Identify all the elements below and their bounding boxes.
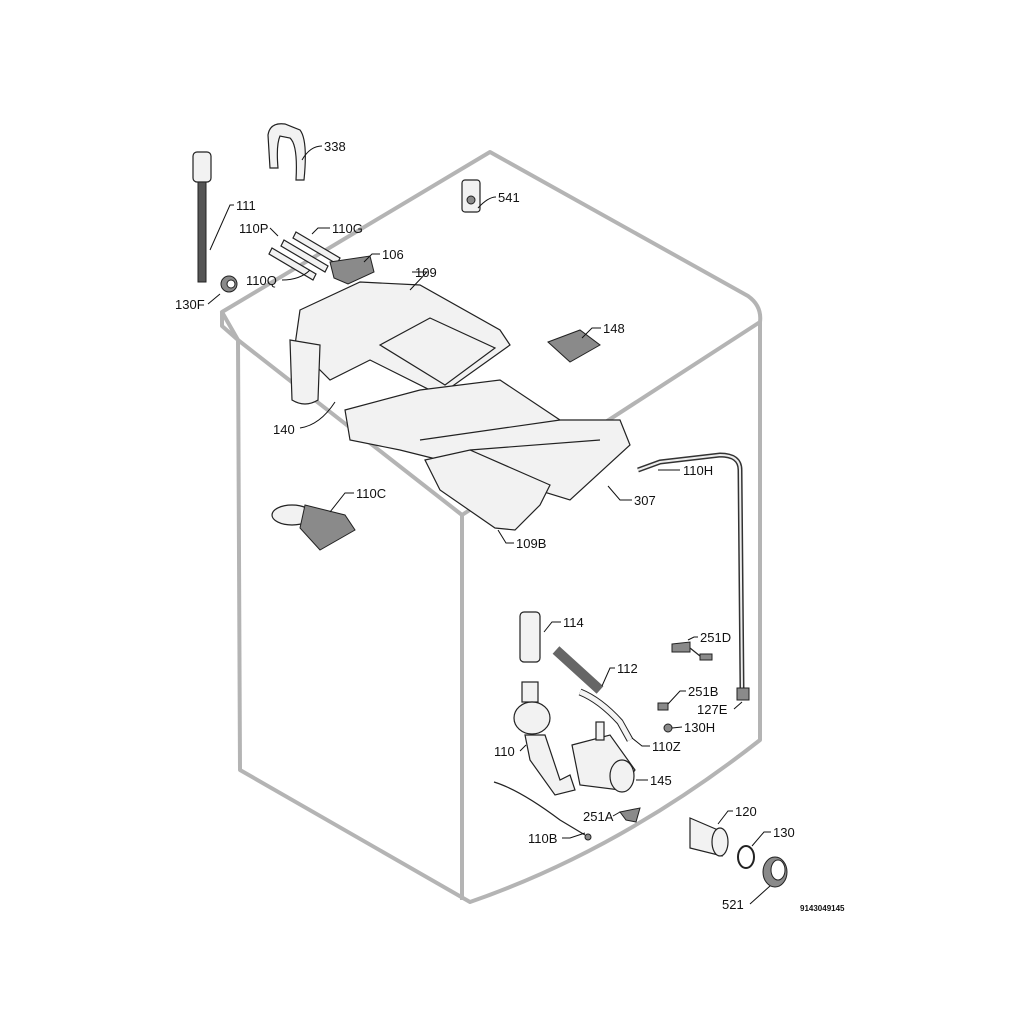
- part-112-hose: [552, 646, 634, 742]
- part-110H-drain-hose: [637, 452, 750, 701]
- part-140-dispenser-body: [344, 379, 631, 501]
- part-521-filter-cap: [762, 856, 788, 888]
- label-127E: 127E: [697, 702, 728, 717]
- label-110G: 110G: [332, 221, 363, 236]
- part-110-pipes: [268, 231, 341, 281]
- label-130H: 130H: [684, 720, 715, 735]
- label-110P: 110P: [239, 221, 268, 236]
- part-110-sump-hose: [513, 681, 576, 796]
- label-110C: 110C: [356, 486, 386, 501]
- part-110B-wire: [493, 781, 592, 841]
- label-251B: 251B: [688, 684, 718, 699]
- label-112: 112: [617, 661, 638, 676]
- label-110: 110: [494, 744, 515, 759]
- drawing-code: 9143049145: [800, 904, 845, 913]
- part-111-inlet-hose: [192, 151, 212, 283]
- label-110Z: 110Z: [652, 739, 681, 754]
- part-130H-nut: [663, 723, 673, 733]
- label-251A: 251A: [583, 809, 614, 824]
- label-130: 130: [773, 825, 795, 840]
- label-541: 541: [498, 190, 520, 205]
- part-145-pump-housing: [571, 721, 636, 793]
- label-114: 114: [563, 615, 584, 630]
- leader-lines: [207, 145, 771, 905]
- part-338-hose-bracket: [267, 123, 306, 181]
- label-307: 307: [634, 493, 656, 508]
- part-148-cover: [547, 329, 601, 363]
- part-251D-connector: [671, 641, 713, 661]
- label-140: 140: [273, 422, 295, 437]
- label-120: 120: [735, 804, 757, 819]
- label-130F: 130F: [175, 297, 205, 312]
- part-120-filter: [689, 817, 729, 857]
- label-111: 111: [236, 198, 256, 213]
- part-114-pressure-chamber: [519, 611, 541, 663]
- label-110Q: 110Q: [246, 273, 277, 288]
- label-338: 338: [324, 139, 346, 154]
- label-109B: 109B: [516, 536, 546, 551]
- part-106-valve: [329, 255, 375, 285]
- label-145: 145: [650, 773, 672, 788]
- label-521: 521: [722, 897, 744, 912]
- part-110C-bellows: [271, 504, 356, 551]
- label-251D: 251D: [700, 630, 731, 645]
- label-148: 148: [603, 321, 625, 336]
- label-110B: 110B: [528, 831, 557, 846]
- label-106: 106: [382, 247, 404, 262]
- part-251B-clip: [657, 702, 669, 711]
- part-130F-nut: [220, 275, 238, 293]
- part-109-dispenser-housing: [289, 281, 511, 405]
- label-110H: 110H: [683, 463, 713, 478]
- label-109: 109: [415, 265, 437, 280]
- part-109B-drawer: [424, 449, 551, 531]
- part-labels: 338 541 111 110P 110G 106 110Q 109 130F …: [175, 139, 845, 913]
- part-130-seal: [737, 845, 755, 869]
- part-251A-clip: [619, 807, 641, 823]
- part-541-clip: [461, 179, 481, 213]
